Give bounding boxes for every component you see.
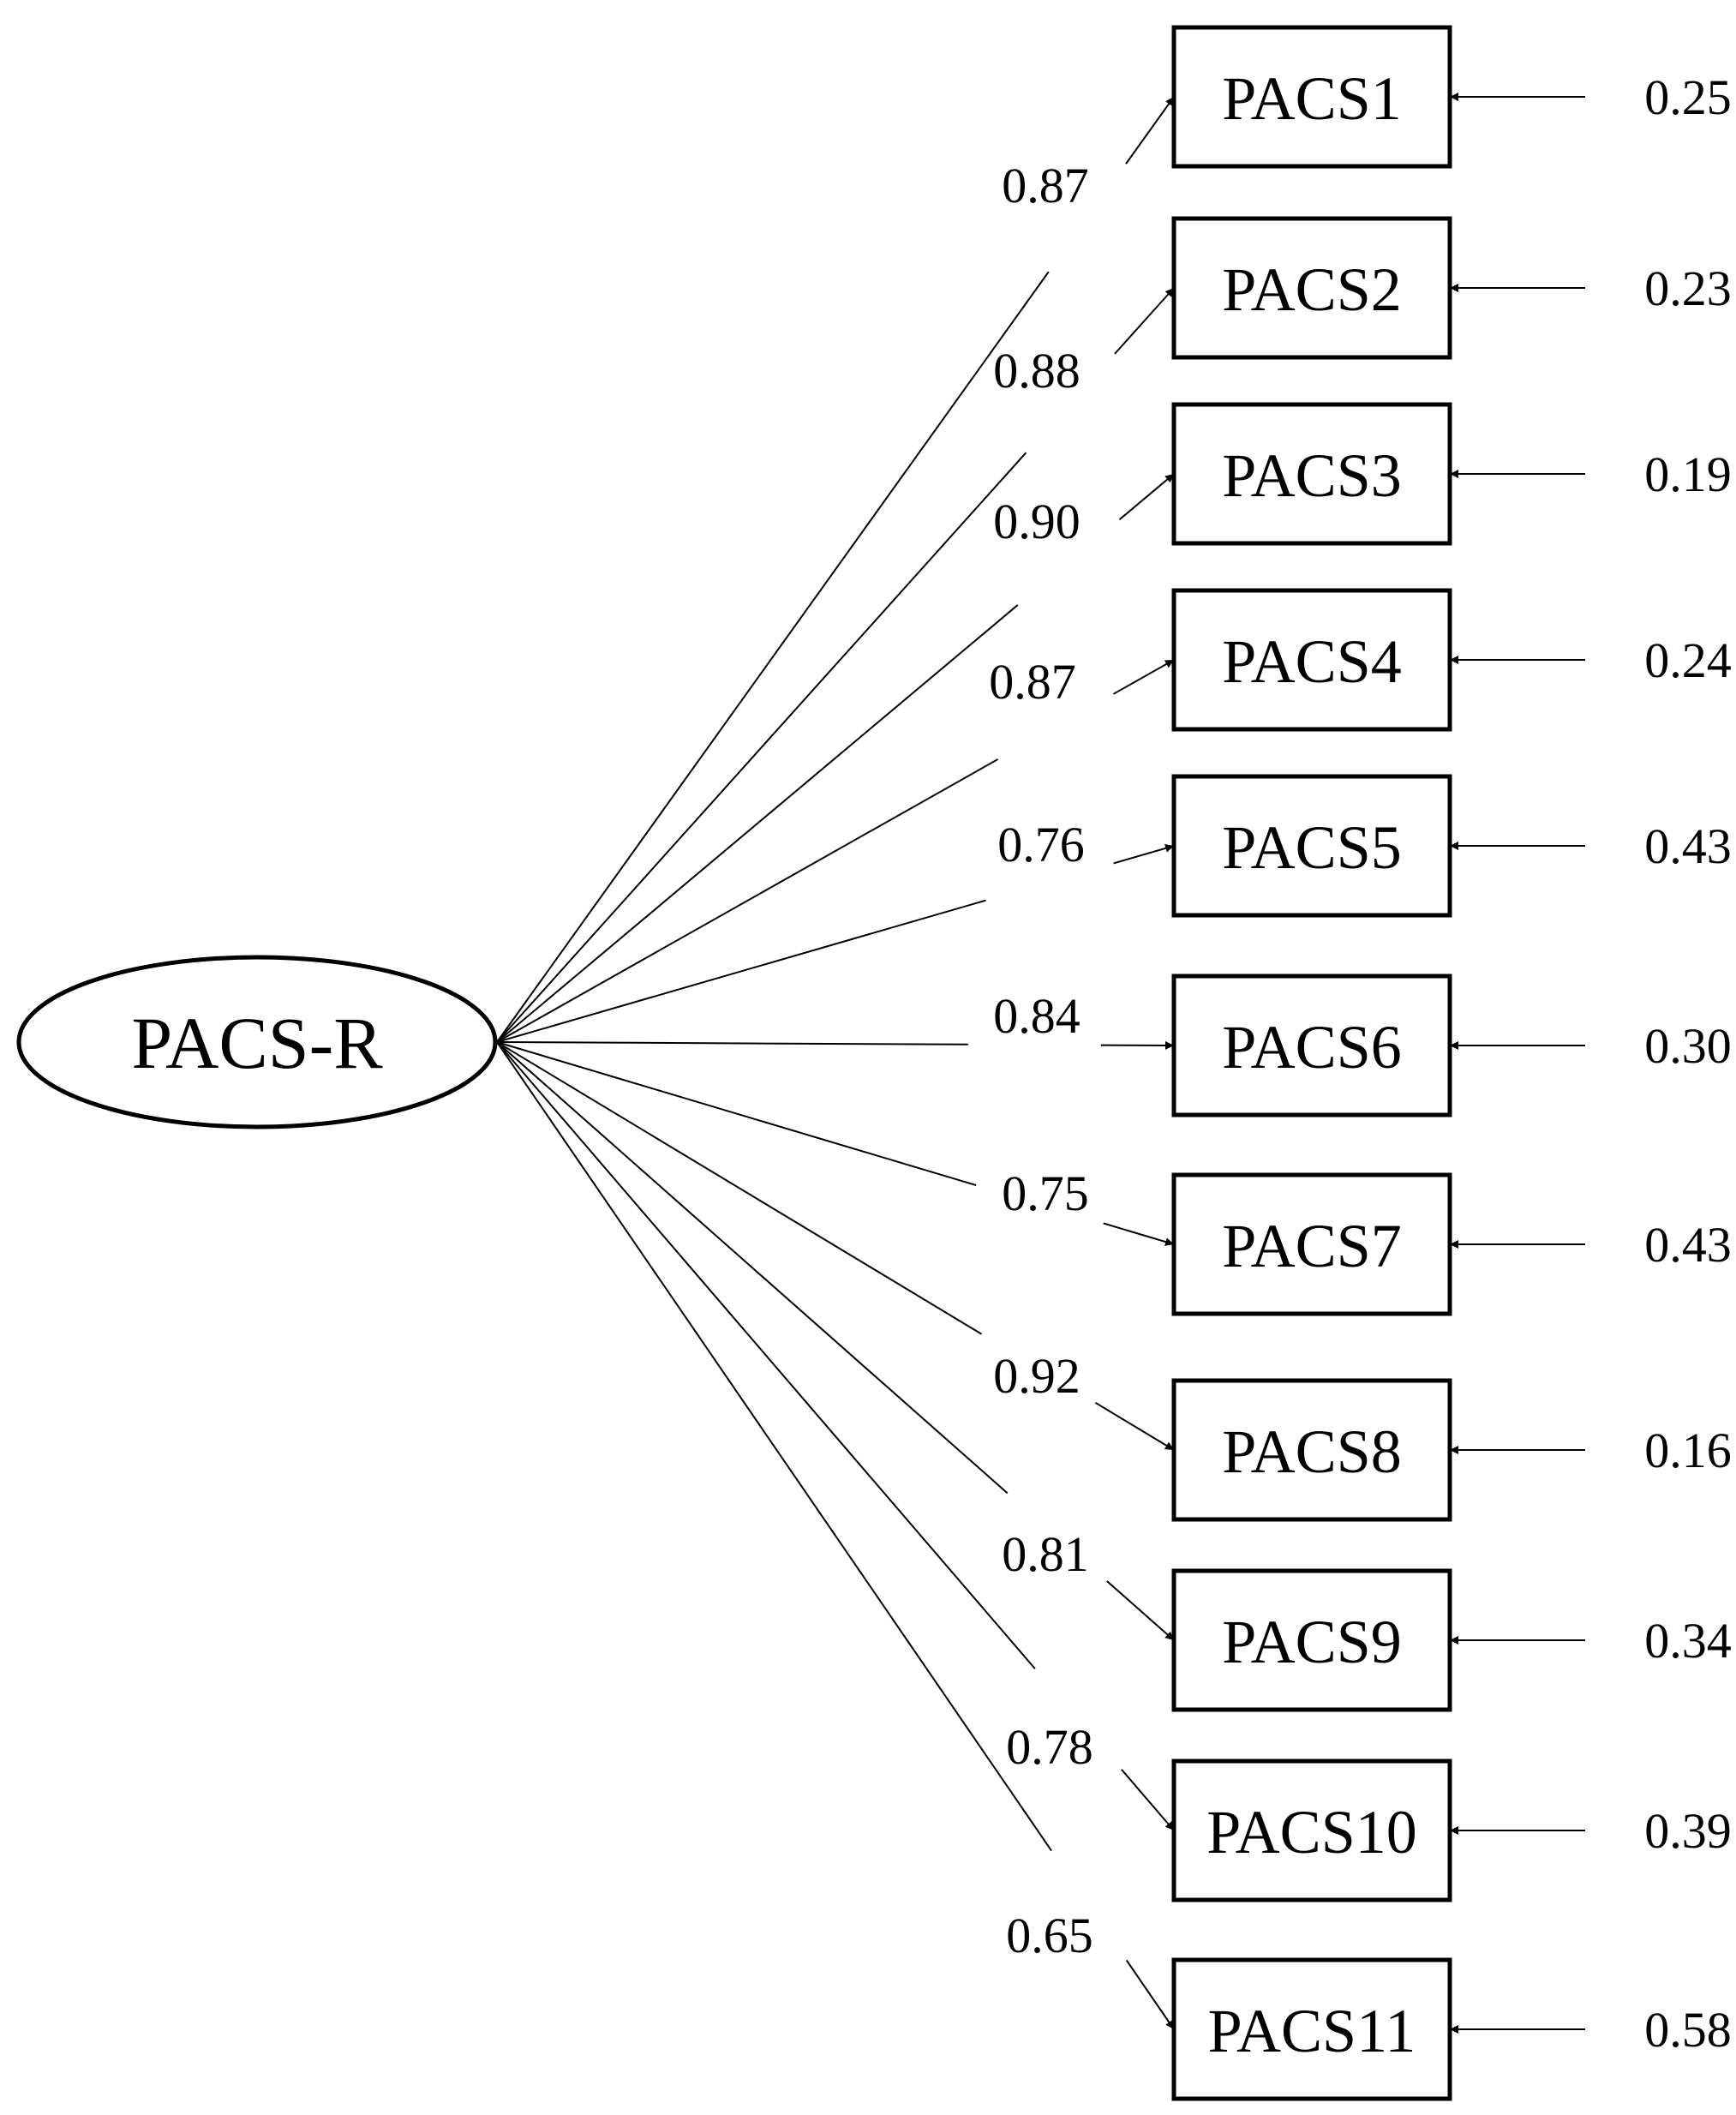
loading-label: 0.92: [993, 1348, 1081, 1404]
item-node: PACS10: [1171, 1759, 1452, 1902]
loading-path-segment: [496, 1041, 983, 1335]
loading-label: 0.90: [993, 494, 1081, 549]
loading-path-arrow: [1114, 287, 1175, 355]
loading-path-segment: [496, 758, 999, 1043]
loading-label: 0.88: [993, 343, 1081, 398]
item-label: PACS11: [1208, 1997, 1416, 2065]
loading-path-segment: [496, 1041, 1009, 1495]
loading-label: 0.81: [1002, 1526, 1089, 1582]
item-node: PACS1: [1171, 25, 1452, 169]
item-node: PACS6: [1171, 974, 1452, 1117]
loading-label: 0.76: [997, 817, 1085, 872]
item-label: PACS3: [1222, 441, 1402, 510]
loading-path-arrow: [1118, 473, 1175, 521]
item-box: [1171, 1568, 1452, 1712]
item-node: PACS7: [1171, 1172, 1452, 1316]
loading-path-segment: [496, 604, 1019, 1043]
item-label: PACS10: [1206, 1798, 1417, 1866]
item-node: PACS11: [1171, 1957, 1452, 2101]
item-node: PACS4: [1171, 588, 1452, 732]
loading-path-segment: [496, 899, 986, 1043]
error-variance-label: 0.30: [1644, 1018, 1732, 1074]
loading-path-segment: [496, 1041, 977, 1187]
item-label: PACS2: [1222, 255, 1402, 324]
loading-path-arrow: [1125, 96, 1175, 165]
error-variance-label: 0.16: [1644, 1423, 1732, 1478]
factor-ellipse: [16, 955, 498, 1129]
loading-path-segment: [496, 1041, 968, 1046]
item-label: PACS1: [1222, 64, 1402, 133]
item-node: PACS2: [1171, 216, 1452, 360]
error-variance-label: 0.24: [1644, 632, 1732, 688]
loading-paths: [496, 96, 1175, 2030]
item-label: PACS5: [1222, 813, 1402, 882]
error-variance-label: 0.25: [1644, 69, 1732, 125]
loading-labels: 0.87 0.88 0.90 0.87 0.76 0.84 0.75 0.92 0.81 0.78…: [989, 158, 1093, 1963]
loading-path-segment: [496, 1041, 1052, 1852]
item-box: [1171, 588, 1452, 732]
loading-path-arrow: [1113, 843, 1175, 865]
item-box: [1171, 774, 1452, 918]
loading-label: 0.78: [1006, 1719, 1093, 1775]
loading-path-segment: [496, 271, 1050, 1043]
loading-path-arrow: [1121, 1769, 1175, 1831]
item-node: PACS9: [1171, 1568, 1452, 1712]
item-box: [1171, 25, 1452, 169]
item-box: [1171, 1172, 1452, 1316]
error-variance-label: 0.43: [1644, 818, 1732, 874]
loading-label: 0.87: [1002, 158, 1089, 213]
loading-path-segment: [496, 1041, 1036, 1669]
error-variance-label: 0.39: [1644, 1803, 1732, 1859]
item-box: [1171, 216, 1452, 360]
error-arrows: 0.25 0.23 0.19 0.24 0.43 0.30 0.43 0.16 0.34 0.39…: [1450, 69, 1732, 2058]
item-box: [1171, 402, 1452, 546]
loading-label: 0.75: [1002, 1165, 1089, 1221]
item-node: PACS5: [1171, 774, 1452, 918]
error-variance-label: 0.43: [1644, 1217, 1732, 1273]
loading-path-arrow: [1094, 1401, 1175, 1451]
loading-label: 0.65: [1006, 1908, 1093, 1963]
loading-path-arrow: [1106, 1580, 1175, 1641]
error-variance-label: 0.23: [1644, 261, 1732, 316]
loading-path-arrow: [1125, 1959, 1175, 2030]
item-label: PACS4: [1222, 627, 1402, 696]
item-label: PACS6: [1222, 1013, 1402, 1081]
item-box: [1171, 974, 1452, 1117]
item-node: PACS8: [1171, 1378, 1452, 1522]
latent-factor: PACS-R: [16, 955, 498, 1129]
observed-items: PACS1PACS2PACS3PACS4PACS5PACS6PACS7PACS8…: [1171, 25, 1452, 2101]
item-label: PACS7: [1222, 1212, 1402, 1280]
error-variance-label: 0.58: [1644, 2002, 1732, 2058]
item-box: [1171, 1759, 1452, 1902]
error-variance-label: 0.19: [1644, 446, 1732, 502]
item-box: [1171, 1957, 1452, 2101]
factor-label: PACS-R: [131, 1002, 383, 1084]
item-box: [1171, 1378, 1452, 1522]
loading-label: 0.87: [989, 654, 1076, 710]
item-label: PACS8: [1222, 1417, 1402, 1486]
item-node: PACS3: [1171, 402, 1452, 546]
loading-path-arrow: [1103, 1222, 1175, 1246]
loading-path-segment: [496, 452, 1027, 1043]
loading-path-arrow: [1112, 659, 1175, 695]
error-variance-label: 0.34: [1644, 1613, 1732, 1669]
loading-label: 0.84: [993, 988, 1081, 1044]
item-label: PACS9: [1222, 1608, 1402, 1676]
